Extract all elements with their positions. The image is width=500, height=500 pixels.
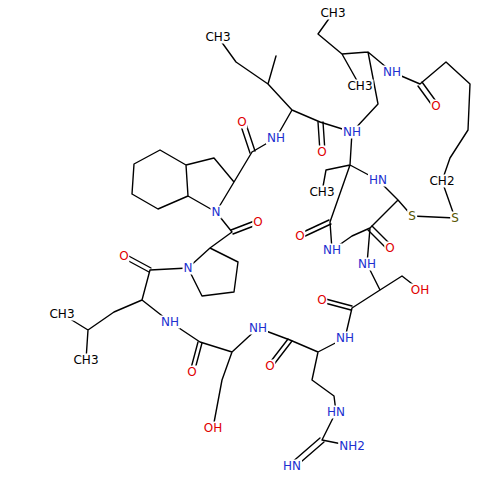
atom-label: O — [118, 250, 129, 263]
atom-label: O — [186, 366, 197, 379]
atom-label: HN — [368, 174, 388, 187]
atom-label: NH — [335, 332, 355, 345]
atom-label: CH3 — [72, 354, 99, 367]
atom-label: NH — [322, 244, 342, 257]
atom-label: CH3 — [319, 7, 346, 20]
atom-label: NH — [248, 322, 268, 335]
atom-label: NH — [266, 132, 286, 145]
atom-label: OH — [410, 284, 430, 297]
atom-label: O — [264, 360, 275, 373]
atom-label: NH2 — [338, 440, 366, 453]
atom-label: S — [450, 212, 460, 225]
atom-label: NH — [160, 316, 180, 329]
atom-label: O — [236, 116, 247, 129]
atom-label: OH — [203, 422, 223, 435]
atom-label: N — [211, 206, 222, 219]
atom-label: O — [316, 146, 327, 159]
atom-label: HN — [282, 460, 302, 473]
atom-label: S — [407, 210, 417, 223]
atom-label: O — [294, 230, 305, 243]
atom-label: O — [384, 242, 395, 255]
atom-label: NH — [342, 126, 362, 139]
single-bonds — [62, 13, 470, 446]
atom-label: NH — [382, 66, 402, 79]
atom-label: O — [316, 294, 327, 307]
atom-label: NH — [357, 258, 377, 271]
atom-label: N — [183, 262, 194, 275]
atom-label: CH2 — [428, 175, 455, 188]
atom-label: O — [430, 100, 441, 113]
atom-label: HN — [326, 406, 346, 419]
atom-label: CH3 — [308, 186, 335, 199]
double-bonds — [123, 82, 438, 468]
atom-label: O — [252, 216, 263, 229]
atom-label: CH3 — [346, 80, 373, 93]
atom-label: CH3 — [48, 308, 75, 321]
atom-label: CH3 — [204, 31, 231, 44]
